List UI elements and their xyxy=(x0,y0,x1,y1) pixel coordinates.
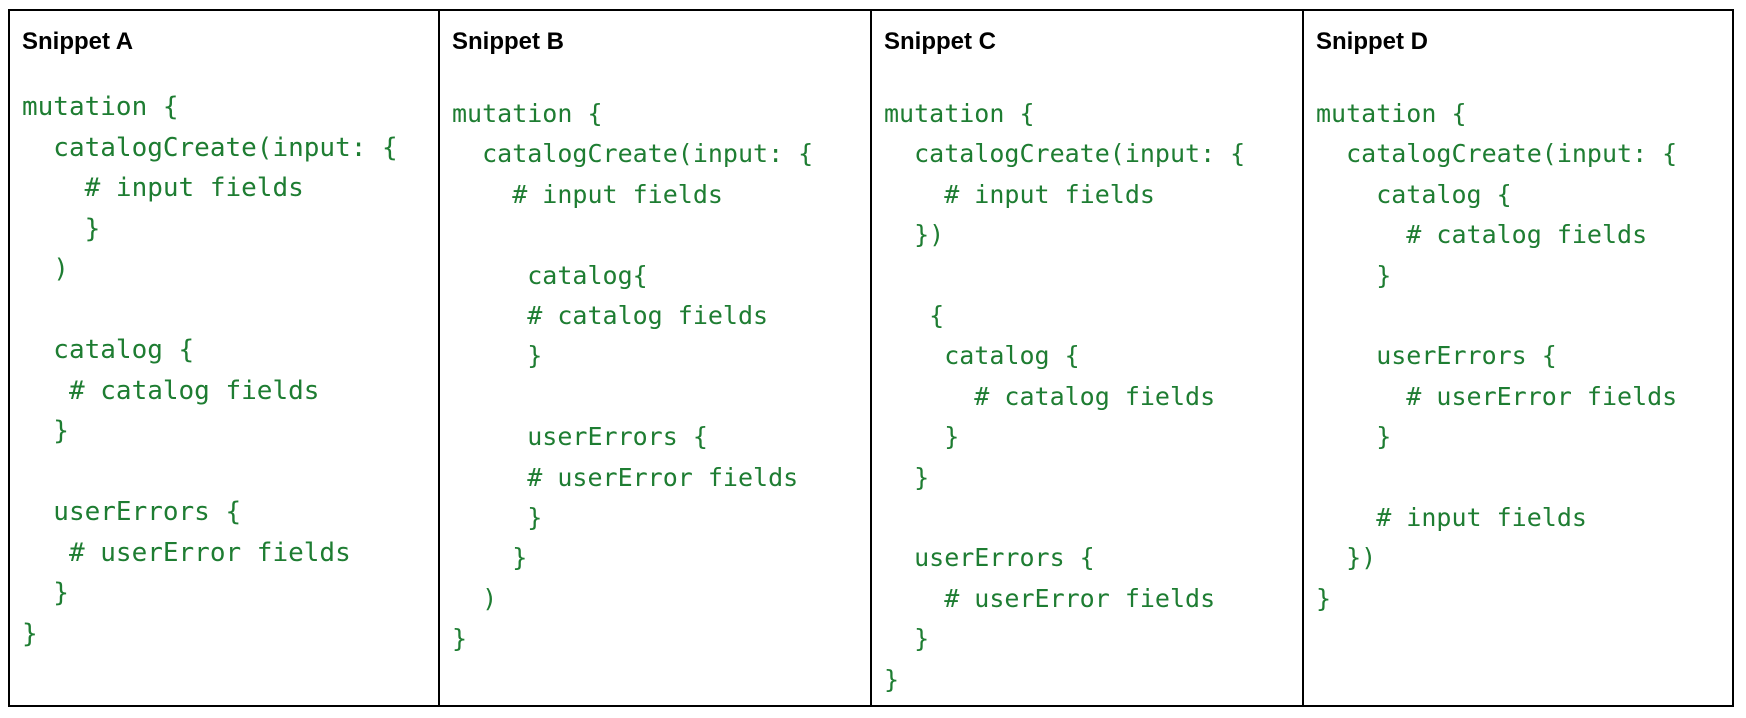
snippet-b-title: Snippet B xyxy=(452,28,564,55)
snippet-c-code: mutation { catalogCreate(input: { # inpu… xyxy=(884,99,1246,694)
snippet-a-title: Snippet A xyxy=(22,28,134,55)
snippet-a-cell: Snippet A mutation { catalogCreate(input… xyxy=(10,11,440,705)
snippet-comparison-table: Snippet A mutation { catalogCreate(input… xyxy=(8,9,1734,707)
snippet-a-code: mutation { catalogCreate(input: { # inpu… xyxy=(22,92,398,649)
snippet-b-code: mutation { catalogCreate(input: { # inpu… xyxy=(452,99,814,654)
snippet-c-cell: Snippet C mutation { catalogCreate(input… xyxy=(872,11,1304,705)
snippet-d-cell: Snippet D mutation { catalogCreate(input… xyxy=(1304,11,1732,705)
snippet-b-cell: Snippet B mutation { catalogCreate(input… xyxy=(440,11,872,705)
snippet-c-title: Snippet C xyxy=(884,28,996,55)
snippet-d-code: mutation { catalogCreate(input: { catalo… xyxy=(1316,99,1678,613)
snippet-d-title: Snippet D xyxy=(1316,28,1428,55)
